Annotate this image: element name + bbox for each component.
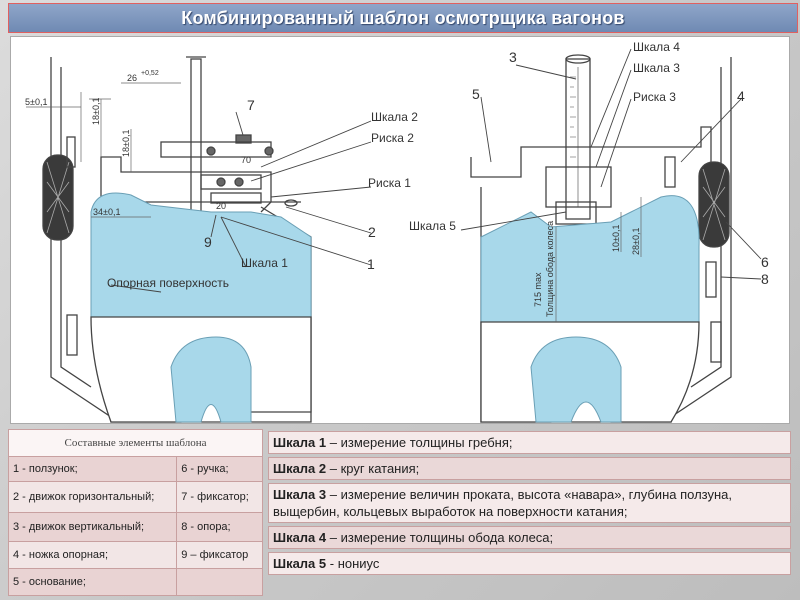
drawing-svg: Шкала 2 Риска 2 Риска 1 Шкала 1 Опорная … bbox=[25, 40, 769, 423]
label-riska-2: Риска 2 bbox=[371, 131, 414, 145]
scale-desc: – круг катания; bbox=[326, 461, 420, 476]
scale-desc: – измерение величин проката, высота «нав… bbox=[326, 487, 732, 502]
label-shkala-3: Шкала 3 bbox=[633, 61, 680, 75]
dim-5: 5±0,1 bbox=[25, 97, 47, 107]
dim-70: 70 bbox=[241, 155, 251, 165]
scale-desc: – измерение толщины гребня; bbox=[326, 435, 513, 450]
table-row: 3 - движок вертикальный; 8 - опора; bbox=[7, 512, 263, 542]
scale-item-1: Шкала 1 – измерение толщины гребня; bbox=[268, 431, 791, 454]
label-shkala-2: Шкала 2 bbox=[371, 110, 418, 124]
label-4: 4 bbox=[737, 88, 745, 104]
page-title: Комбинированный шаблон осмотрщика вагоно… bbox=[181, 7, 625, 28]
right-view bbox=[470, 54, 732, 423]
label-7: 7 bbox=[247, 97, 255, 113]
label-8: 8 bbox=[761, 271, 769, 287]
label-opornaya: Опорная поверхность bbox=[107, 276, 229, 290]
scale-desc: – измерение толщины обода колеса; bbox=[326, 530, 554, 545]
label-riska-1: Риска 1 bbox=[368, 176, 411, 190]
label-shkala-5: Шкала 5 bbox=[409, 219, 456, 233]
table-cell: 9 – фиксатор bbox=[176, 541, 263, 569]
left-support-surface bbox=[90, 192, 312, 318]
parts-table-header: Составные элементы шаблона bbox=[8, 429, 263, 457]
scale-name: Шкала 2 bbox=[273, 461, 327, 476]
left-view bbox=[42, 56, 312, 423]
label-1: 1 bbox=[367, 256, 375, 272]
scale-ticks bbox=[570, 76, 576, 158]
table-cell: 5 - основание; bbox=[7, 568, 178, 596]
table-row: 2 - движок горизонтальный; 7 - фиксатор; bbox=[7, 481, 263, 513]
dim-18b: 18±0,1 bbox=[121, 130, 131, 157]
scale-name: Шкала 5 bbox=[273, 556, 327, 571]
table-row: 1 - ползунок; 6 - ручка; bbox=[7, 456, 263, 482]
right-support-surface bbox=[480, 195, 700, 323]
scale-name: Шкала 3 bbox=[273, 487, 327, 502]
dim-26-sup: +0,52 bbox=[141, 70, 159, 77]
dim-26: 26 bbox=[127, 73, 137, 83]
dim-715: 715 max bbox=[533, 272, 543, 307]
table-cell bbox=[176, 568, 263, 596]
label-shkala-1: Шкала 1 bbox=[241, 256, 288, 270]
table-cell: 7 - фиксатор; bbox=[176, 481, 263, 513]
table-row: 5 - основание; bbox=[7, 568, 263, 596]
scale-item-5: Шкала 5 - нониус bbox=[268, 552, 791, 575]
table-cell: 6 - ручка; bbox=[176, 456, 263, 482]
table-cell: 4 - ножка опорная; bbox=[7, 541, 178, 569]
table-cell: 2 - движок горизонтальный; bbox=[7, 481, 178, 513]
label-riska-3: Риска 3 bbox=[633, 90, 676, 104]
technical-drawing: Шкала 2 Риска 2 Риска 1 Шкала 1 Опорная … bbox=[10, 36, 790, 424]
table-cell: 3 - движок вертикальный; bbox=[7, 512, 178, 542]
scale-item-4: Шкала 4 – измерение толщины обода колеса… bbox=[268, 526, 791, 549]
label-shkala-4: Шкала 4 bbox=[633, 40, 680, 54]
table-row: 4 - ножка опорная; 9 – фиксатор bbox=[7, 541, 263, 569]
dim-obod: Толщина обода колеса bbox=[545, 221, 555, 317]
scale-desc-cont: выщербин, кольцевых выработок на поверхн… bbox=[273, 504, 628, 519]
scale-item-3: Шкала 3 – измерение величин проката, выс… bbox=[268, 483, 791, 523]
scale-name: Шкала 4 bbox=[273, 530, 327, 545]
dim-10: 10±0,1 bbox=[611, 225, 621, 252]
scale-desc: - нониус bbox=[326, 556, 380, 571]
scales-list: Шкала 1 – измерение толщины гребня; Шкал… bbox=[268, 431, 791, 578]
label-9: 9 bbox=[204, 234, 212, 250]
parts-table: Составные элементы шаблона 1 - ползунок;… bbox=[7, 429, 263, 596]
table-cell: 1 - ползунок; bbox=[7, 456, 178, 482]
table-cell: 8 - опора; bbox=[176, 512, 263, 542]
label-6: 6 bbox=[761, 254, 769, 270]
scale-name: Шкала 1 bbox=[273, 435, 327, 450]
label-3: 3 bbox=[509, 49, 517, 65]
label-5: 5 bbox=[472, 86, 480, 102]
dim-20: 20 bbox=[216, 201, 226, 211]
label-2: 2 bbox=[368, 224, 376, 240]
scale-item-2: Шкала 2 – круг катания; bbox=[268, 457, 791, 480]
title-bar: Комбинированный шаблон осмотрщика вагоно… bbox=[8, 3, 798, 33]
dim-18a: 18±0,1 bbox=[91, 98, 101, 125]
dim-28: 28±0,1 bbox=[631, 228, 641, 255]
dim-34: 34±0,1 bbox=[93, 207, 120, 217]
